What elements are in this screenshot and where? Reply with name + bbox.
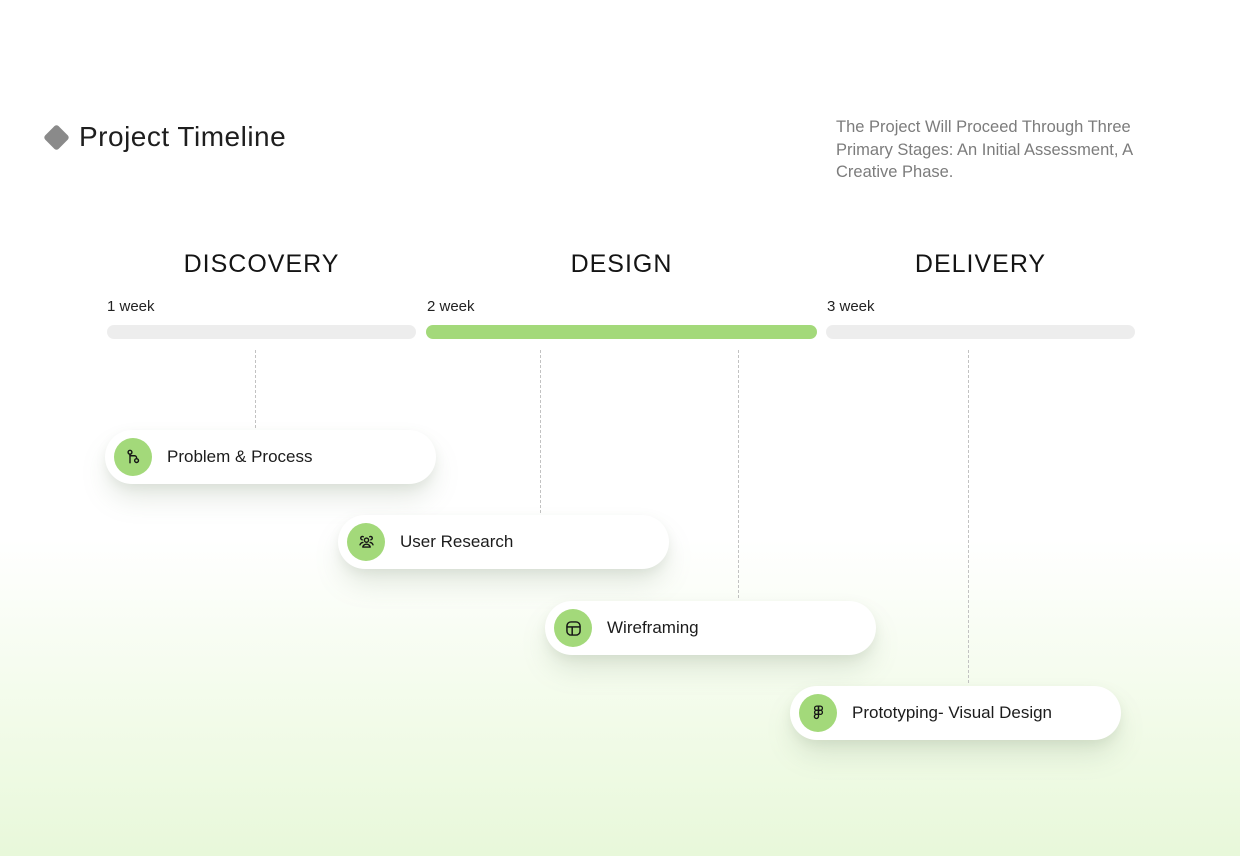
milestone-card-wireframing: Wireframing <box>545 601 876 655</box>
connector-dashed-line <box>255 350 256 428</box>
milestone-label: User Research <box>400 532 514 551</box>
stage-header-delivery: DELIVERY <box>914 250 1047 278</box>
milestone-card-problem-process: Problem & Process <box>105 430 436 484</box>
connector-dashed-line <box>968 350 969 683</box>
figma-icon <box>799 694 837 732</box>
duration-label-design: 2 week <box>427 298 475 315</box>
connector-dashed-line <box>738 350 739 598</box>
git-branch-icon <box>114 438 152 476</box>
stage-header-discovery: DISCOVERY <box>183 250 340 278</box>
users-icon <box>347 523 385 561</box>
connector-dashed-line <box>540 350 541 513</box>
milestone-label: Wireframing <box>607 618 699 637</box>
project-description: The Project Will Proceed Through Three P… <box>836 118 1133 181</box>
diamond-icon <box>43 123 70 151</box>
layout-icon <box>554 609 592 647</box>
milestone-card-user-research: User Research <box>338 515 669 569</box>
stage-bar-discovery <box>107 325 416 339</box>
stage-header-design: DESIGN <box>570 250 673 278</box>
milestone-card-prototyping: Prototyping- Visual Design <box>790 686 1121 740</box>
page-title: Project Timeline <box>79 121 287 152</box>
duration-label-discovery: 1 week <box>107 298 155 315</box>
milestone-label: Prototyping- Visual Design <box>852 703 1053 722</box>
stage-bar-delivery <box>826 325 1135 339</box>
milestone-label: Problem & Process <box>167 447 313 466</box>
stage-bar-design <box>426 325 817 339</box>
page-title-row: Project Timeline <box>43 121 287 153</box>
duration-label-delivery: 3 week <box>827 298 875 315</box>
